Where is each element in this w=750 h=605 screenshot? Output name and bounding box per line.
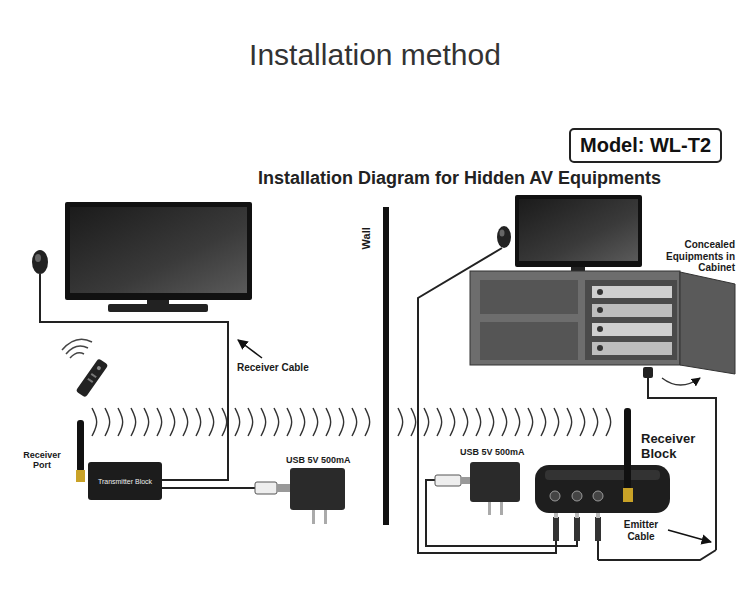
wave-arc (365, 408, 370, 436)
wave-arc (424, 408, 429, 436)
remote-signal (62, 339, 92, 358)
page-title: Installation method (0, 38, 750, 73)
part-label: Emitter Cable (616, 519, 666, 542)
wave-arc (398, 408, 403, 436)
receiver-cable-wire (40, 274, 228, 480)
diagram-heading: Installation Diagram for Hidden AV Equip… (258, 168, 661, 189)
television (65, 202, 252, 312)
wave-arc (209, 408, 214, 436)
wall (383, 207, 389, 525)
usb-power-adapter (255, 468, 345, 524)
wave-arc (261, 408, 266, 436)
wave-arc (476, 408, 481, 436)
ir-emitter (643, 367, 653, 378)
antenna (76, 420, 85, 482)
wave-arc (515, 408, 520, 436)
wave-arc (326, 408, 331, 436)
television (515, 195, 642, 271)
part-label: Receiver Port (20, 450, 64, 471)
wave-arc (248, 408, 253, 436)
wave-arc (489, 408, 494, 436)
wave-arc (437, 408, 442, 436)
wave-arc (183, 408, 188, 436)
wave-arc (170, 408, 175, 436)
ir-waves (92, 408, 611, 436)
power-label: USB 5V 500mA (460, 447, 525, 457)
receiver-cable-wire (418, 248, 556, 553)
part-label: Concealed Equipments in Cabinet (648, 239, 735, 274)
leader-line (238, 340, 262, 358)
cabinet (470, 271, 735, 385)
wave-arc (593, 408, 598, 436)
ir-receiver-eye (497, 226, 511, 248)
wave-arc (274, 408, 279, 436)
wave-arc (502, 408, 507, 436)
wave-arc (567, 408, 572, 436)
wave-arc (528, 408, 533, 436)
ir-receiver-eye (32, 250, 48, 274)
wave-arc (554, 408, 559, 436)
wave-arc (339, 408, 344, 436)
node-text: Model: WL-T2 (580, 134, 711, 157)
model-box: Model: WL-T2 (569, 128, 722, 163)
wave-arc (144, 408, 149, 436)
wave-arc (450, 408, 455, 436)
wave-arc (541, 408, 546, 436)
wave-arc (131, 408, 136, 436)
transmitter-block: Transmitter Block (88, 462, 162, 500)
wave-arc (463, 408, 468, 436)
remote-control (76, 358, 109, 398)
wave-arc (300, 408, 305, 436)
wave-arc (411, 408, 416, 436)
wave-arc (222, 408, 227, 436)
antenna (623, 408, 633, 502)
usb-cable (162, 487, 255, 489)
part-label: Receiver Cable (237, 362, 309, 374)
part-label: Receiver Block (641, 432, 707, 462)
wave-arc (580, 408, 585, 436)
node-text: Transmitter Block (98, 478, 152, 485)
wave-arc (118, 408, 123, 436)
usb-power-adapter (435, 462, 520, 515)
wave-arc (287, 408, 292, 436)
wave-arc (313, 408, 318, 436)
wave-arc (352, 408, 357, 436)
wave-arc (105, 408, 110, 436)
power-label: USB 5V 500mA (286, 455, 351, 465)
wave-arc (196, 408, 201, 436)
leader-line (668, 530, 711, 542)
wave-arc (92, 408, 97, 436)
wall-label: Wall (360, 227, 373, 249)
wave-arc (606, 408, 611, 436)
wave-arc (157, 408, 162, 436)
wave-arc (235, 408, 240, 436)
